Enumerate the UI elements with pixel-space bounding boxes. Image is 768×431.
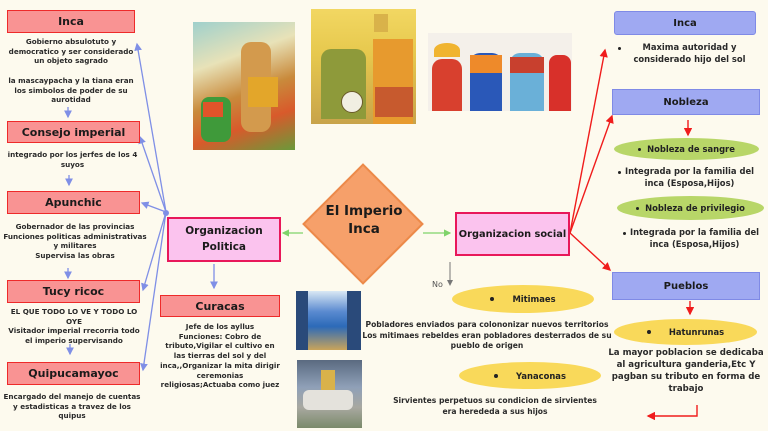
bullet-icon <box>490 297 495 301</box>
node-pueblos[interactable]: Pueblos <box>612 272 760 300</box>
inca-women-illustration <box>428 33 572 111</box>
yanaconas-text: Sirvientes perpetuos su condicion de sir… <box>393 396 597 416</box>
mitimaes-text: Pobladores enviados para colononizar nue… <box>362 320 612 352</box>
quipucamayoc-text: Encargado del manejo de cuentas y estadi… <box>3 392 141 421</box>
mitimaes-label: Mitimaes <box>512 294 556 304</box>
apunchic-line-2: Funciones politicas administrativas y mi… <box>3 231 147 251</box>
mitimaes-painting <box>296 291 361 350</box>
politica-title-line-1: Organizacion <box>185 225 263 238</box>
node-tucy-ricoc[interactable]: Tucy ricoc <box>7 280 140 303</box>
curacas-text: Jefe de los ayllus Funciones: Cobro de t… <box>160 322 280 390</box>
bullet-icon <box>636 206 640 210</box>
consejo-imperial-text: integrado por los jerfes de los 4 suyos <box>7 150 138 169</box>
center-title[interactable]: El Imperio Inca <box>310 202 418 238</box>
bullet-icon <box>618 47 621 50</box>
nobleza-privilegio-label: Nobleza de privilegio <box>645 203 745 213</box>
politica-title-line-2: Politica <box>201 240 247 253</box>
tucy-ricoc-text: EL QUE TODO LO VE Y TODO LO OYE Visitado… <box>5 307 143 346</box>
node-apunchic[interactable]: Apunchic <box>7 191 140 214</box>
bullet-icon <box>646 330 651 334</box>
nobleza-sangre-text: Integrada por la familia del inca (Espos… <box>624 166 755 188</box>
tucy-ricoc-line-2: Visitador imperial rrecorria todo el imp… <box>8 326 140 346</box>
center-title-line-1: El Imperio <box>325 203 403 219</box>
node-inca-politica[interactable]: Inca <box>7 10 135 33</box>
inca-politica-text-1: Gobierno absulotuto y democratico y ser … <box>8 37 134 66</box>
yanaconas-painting <box>297 360 362 428</box>
yanaconas-label: Yanaconas <box>516 370 566 381</box>
inca-warrior-illustration <box>193 22 295 150</box>
node-inca-social[interactable]: Inca <box>614 11 756 35</box>
apunchic-line-3: Supervisa las obras <box>35 251 115 261</box>
node-nobleza[interactable]: Nobleza <box>612 89 760 115</box>
node-consejo-imperial[interactable]: Consejo imperial <box>7 121 140 143</box>
nobleza-sangre-item: Integrada por la familia del inca (Espos… <box>618 166 758 190</box>
hatunrunas-text: La mayor poblacion se dedicaba al agricu… <box>608 348 764 395</box>
apunchic-line-1: Gobernador de las provincias <box>15 222 135 231</box>
nobleza-privilegio-text: Integrada por la familia del inca (Espos… <box>629 227 760 249</box>
bullet-icon <box>638 147 642 151</box>
nobleza-privilegio-item: Integrada por la familia del inca (Espos… <box>623 227 763 251</box>
oval-hatunrunas[interactable]: Hatunrunas <box>614 319 757 345</box>
inca-politica-text-2: la mascaypacha y la tiana eran los simbo… <box>8 76 134 105</box>
no-label: No <box>432 280 443 289</box>
oval-nobleza-privilegio[interactable]: Nobleza de privilegio <box>617 196 764 220</box>
bullet-icon <box>618 171 621 174</box>
hatunrunas-label: Hatunrunas <box>668 327 725 337</box>
curacas-line-2: Funciones: Cobro de tributo,Vigilar el c… <box>160 331 280 390</box>
node-organizacion-politica[interactable]: Organizacion Politica <box>167 217 281 262</box>
curacas-line-1: Jefe de los ayllus <box>185 322 255 331</box>
mitimaes-line-2: Los mitimaes rebeldes eran pobladores de… <box>362 330 612 351</box>
bullet-icon <box>623 232 626 235</box>
oval-mitimaes[interactable]: Mitimaes <box>452 285 594 313</box>
bullet-icon <box>494 373 499 378</box>
node-quipucamayoc[interactable]: Quipucamayoc <box>7 362 140 385</box>
mitimaes-line-1: Pobladores enviados para colononizar nue… <box>365 320 609 329</box>
inca-social-text: Maxima autoridad y considerado hijo del … <box>633 42 746 64</box>
nobleza-sangre-label: Nobleza de sangre <box>647 144 735 154</box>
oval-nobleza-sangre[interactable]: Nobleza de sangre <box>614 138 759 160</box>
center-title-line-2: Inca <box>348 221 380 238</box>
node-organizacion-social[interactable]: Organizacion social <box>455 212 570 256</box>
oval-yanaconas[interactable]: Yanaconas <box>459 362 601 389</box>
inca-ceremony-illustration <box>311 9 416 124</box>
node-curacas[interactable]: Curacas <box>160 295 280 317</box>
tucy-ricoc-line-1: EL QUE TODO LO VE Y TODO LO OYE <box>10 307 138 326</box>
inca-social-item: Maxima autoridad y considerado hijo del … <box>618 42 758 66</box>
apunchic-text: Gobernador de las provincias Funciones p… <box>2 222 148 261</box>
